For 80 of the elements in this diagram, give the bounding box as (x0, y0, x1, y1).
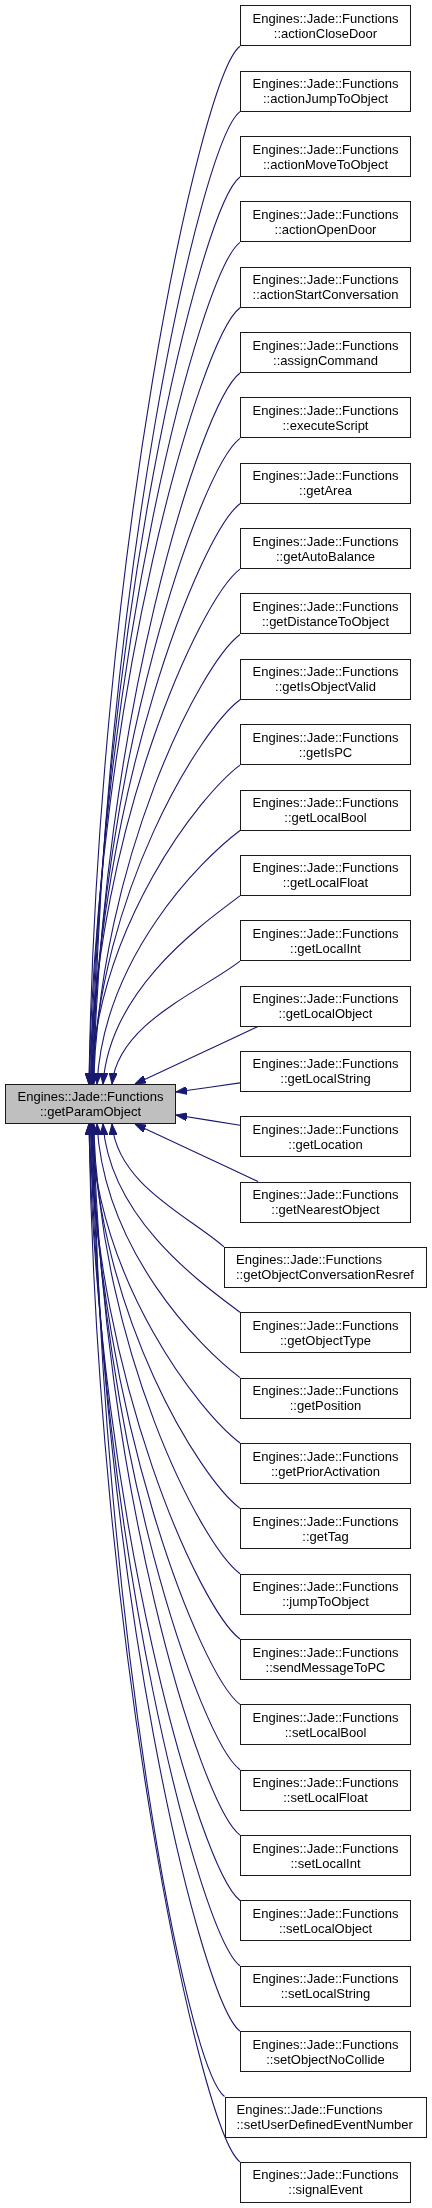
function-node (240, 2161, 411, 2203)
function-node (240, 1508, 411, 1550)
function-node (240, 528, 411, 570)
function-name: Engines::Jade::Functions ::getNearestObject (252, 1187, 399, 1218)
arrow (109, 960, 241, 1085)
function-name: Engines::Jade::Functions ::setObjectNoCollide (252, 2036, 399, 2067)
function-node (240, 1639, 411, 1681)
arrow (93, 829, 241, 1085)
function-name: Engines::Jade::Functions ::setLocalInt (252, 1840, 399, 1871)
function-name: Engines::Jade::Functions ::sendMessageToPC (252, 1644, 399, 1675)
arrow (109, 1123, 225, 1248)
function-node (240, 1573, 411, 1615)
function-node (240, 1181, 411, 1223)
function-node (224, 1246, 427, 1288)
function-name: Engines::Jade::Functions ::getLocalInt (252, 925, 399, 956)
function-node (240, 985, 411, 1027)
function-node (240, 920, 411, 962)
function-name: Engines::Jade::Functions ::getObjectConversationResref (236, 1252, 415, 1283)
function-name: Engines::Jade::Functions ::getTag (252, 1513, 399, 1544)
function-name: Engines::Jade::Functions ::getLocalObject (252, 991, 399, 1022)
function-name: Engines::Jade::Functions ::actionOpenDoor (252, 206, 399, 237)
function-name: Engines::Jade::Functions ::setLocalBool (252, 1709, 399, 1740)
function-node (240, 1116, 411, 1158)
function-node (240, 789, 411, 831)
arrow (93, 1123, 241, 1379)
function-name: Engines::Jade::Functions ::getLocalString (252, 1056, 399, 1087)
function-node (240, 1704, 411, 1746)
function-node (240, 136, 411, 177)
function-name: Engines::Jade::Functions ::getLocation (252, 1121, 399, 1152)
function-name: Engines::Jade::Functions ::actionMoveToObject (252, 141, 399, 172)
function-node (240, 658, 411, 700)
function-node (240, 332, 411, 374)
function-name: Engines::Jade::Functions ::setUserDefinedEventNumber (236, 2102, 414, 2132)
function-name: Engines::Jade::Functions ::executeScript (252, 402, 399, 433)
function-name: Engines::Jade::Functions ::getArea (252, 468, 399, 499)
function-name: Engines::Jade::Functions ::getAutoBalance (252, 533, 399, 564)
function-name: Engines::Jade::Functions ::getIsPC (252, 729, 399, 760)
function-name: Engines::Jade::Functions ::getPosition (252, 1383, 399, 1414)
function-node (240, 1443, 411, 1484)
function-node (240, 1050, 411, 1092)
function-node (240, 854, 411, 896)
function-node (240, 5, 411, 47)
function-node (240, 201, 411, 243)
function-name: Engines::Jade::Functions ::setLocalObject (252, 1905, 399, 1936)
function-name: Engines::Jade::Functions ::getPriorActivation (252, 1448, 399, 1479)
function-node (240, 462, 411, 504)
function-name: Engines::Jade::Functions ::actionStartConversation (252, 272, 399, 303)
function-name: Engines::Jade::Functions ::getParamObject (17, 1089, 164, 1119)
function-node (240, 397, 411, 439)
function-node (240, 2031, 411, 2073)
function-name: Engines::Jade::Functions ::getObjectType (252, 1317, 399, 1348)
arrow (175, 1112, 241, 1126)
function-name: Engines::Jade::Functions ::setLocalFloat (252, 1775, 399, 1806)
function-name: Engines::Jade::Functions ::actionCloseDoor (252, 10, 399, 41)
function-node (240, 1377, 411, 1419)
function-node (240, 1900, 411, 1942)
function-node (240, 266, 411, 308)
arrow (100, 895, 241, 1085)
function-name: Engines::Jade::Functions ::getDistanceToObject (252, 598, 399, 629)
function-name: Engines::Jade::Functions ::getIsObjectValid (252, 664, 399, 695)
selected-function-node (5, 1084, 176, 1124)
arrow (134, 1026, 259, 1085)
function-name: Engines::Jade::Functions ::assignCommand (252, 337, 399, 368)
function-name: Engines::Jade::Functions ::getLocalBool (252, 795, 399, 825)
arrow (134, 1123, 259, 1183)
function-node (240, 1965, 411, 2007)
function-node (240, 1835, 411, 1877)
function-node (240, 724, 411, 766)
function-node (240, 593, 411, 635)
function-node (240, 70, 411, 112)
function-node (240, 1312, 411, 1354)
function-name: Engines::Jade::Functions ::getLocalFloat (252, 860, 399, 891)
arrow (100, 1123, 241, 1313)
arrow (175, 1082, 241, 1095)
function-name: Engines::Jade::Functions ::setLocalString (252, 1971, 399, 2002)
function-name: Engines::Jade::Functions ::actionJumpToObject (252, 76, 399, 107)
function-name: Engines::Jade::Functions ::signalEvent (252, 2167, 399, 2198)
function-name: Engines::Jade::Functions ::jumpToObject (252, 1579, 399, 1610)
function-node (224, 2096, 427, 2138)
function-node (240, 1769, 411, 1811)
